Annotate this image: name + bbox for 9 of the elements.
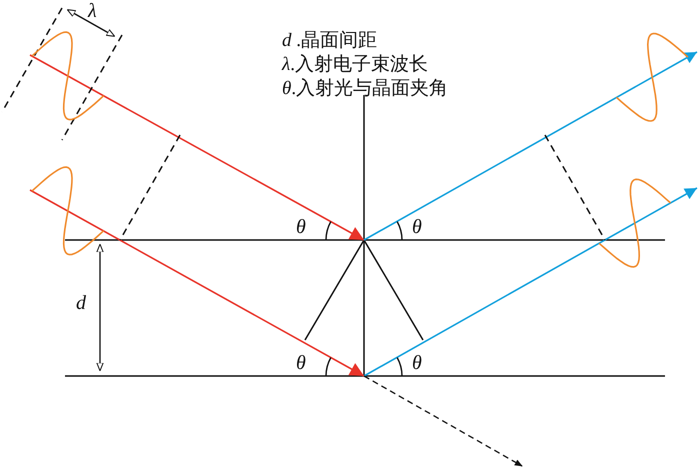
angle-symbol: θ: [412, 216, 422, 238]
spacing-symbol: d: [76, 292, 86, 314]
legend-text: θ.入射光与晶面夹角: [282, 78, 448, 100]
legend-text: λ.入射电子束波长: [282, 54, 428, 76]
angle-symbol: θ: [296, 216, 306, 238]
angle-symbol: θ: [412, 352, 422, 374]
wavelength-symbol: λ: [88, 0, 97, 22]
angle-symbol: θ: [296, 352, 306, 374]
legend-text: d .晶面间距: [282, 30, 377, 52]
